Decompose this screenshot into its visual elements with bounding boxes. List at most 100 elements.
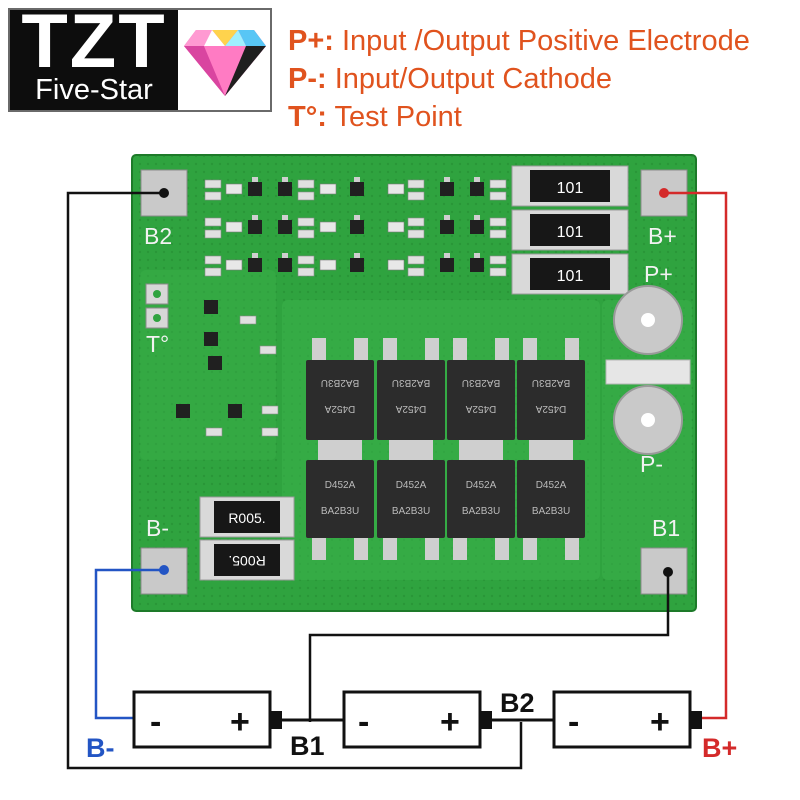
sense-resistor-label: R005. xyxy=(228,553,265,569)
smd-lead xyxy=(354,177,360,182)
smd-resistor xyxy=(259,345,277,355)
wire-bplus xyxy=(664,191,728,720)
smd-resistor xyxy=(261,427,279,437)
wire-b2 xyxy=(66,191,523,770)
silk-label-pplus: P+ xyxy=(644,261,673,287)
diamond-icon xyxy=(184,30,266,96)
smd-resistor xyxy=(204,267,222,277)
smd-resistor xyxy=(407,191,425,201)
silk-label-bplus: B+ xyxy=(648,223,677,249)
smd-resistor xyxy=(319,183,337,195)
mosfet-marking: BA2B3U xyxy=(462,506,500,517)
smd-resistor xyxy=(407,267,425,277)
mosfet-marking: D452A xyxy=(324,403,355,414)
resistor-101-1: 101 xyxy=(511,165,629,207)
pplus-pad xyxy=(613,285,683,355)
mosfet-marking: BA2B3U xyxy=(462,377,500,388)
mosfet-marking: BA2B3U xyxy=(392,377,430,388)
smd-transistor xyxy=(470,220,484,234)
smd-lead xyxy=(252,253,258,258)
mosfet-marking: D452A xyxy=(466,480,497,491)
smd-transistor xyxy=(440,182,454,196)
smd-lead xyxy=(474,215,480,220)
sense-resistor-bottom: R005. xyxy=(199,539,295,581)
wiring-label-b2: B2 xyxy=(500,688,535,718)
wire-dot-b2 xyxy=(159,188,169,198)
battery-minus-sign: - xyxy=(150,703,161,741)
silk-label-b1: B1 xyxy=(652,515,680,541)
smd-resistor xyxy=(319,221,337,233)
smd-resistor xyxy=(407,255,425,265)
smd-resistor xyxy=(489,217,507,227)
smd-resistor xyxy=(225,183,243,195)
smd-lead xyxy=(282,215,288,220)
smd-transistor xyxy=(350,220,364,234)
silk-label-pminus: P- xyxy=(640,451,663,477)
smd-transistor xyxy=(248,220,262,234)
smd-resistor xyxy=(297,229,315,239)
smd-resistor xyxy=(204,191,222,201)
mosfet-top-1: BA2B3U D452A xyxy=(306,338,374,452)
test-point-pads xyxy=(145,283,169,329)
legend-text: Input/Output Cathode xyxy=(326,63,613,95)
mosfet-bottom-1: D452A BA2B3U xyxy=(306,450,374,560)
smd-resistor xyxy=(204,217,222,227)
smd-resistor xyxy=(204,179,222,189)
smd-lead xyxy=(444,177,450,182)
smd-lead xyxy=(444,253,450,258)
logo-main-text: TZT xyxy=(21,0,167,84)
battery-cell-1: - + xyxy=(132,690,282,749)
logo-sub-text: Five-Star xyxy=(35,74,153,106)
brand-logo: TZT Five-Star xyxy=(8,4,272,112)
smd-transistor xyxy=(278,258,292,272)
battery-plus-sign: + xyxy=(650,703,670,741)
smd-transistor xyxy=(470,258,484,272)
mosfet-top-3: BA2B3U D452A xyxy=(447,338,515,452)
smd-transistor xyxy=(248,182,262,196)
sense-resistor-label: R005. xyxy=(228,510,265,526)
smd-resistor xyxy=(407,229,425,239)
smd-resistor xyxy=(297,217,315,227)
smd-lead xyxy=(354,253,360,258)
smd-transistor xyxy=(248,258,262,272)
smd-lead xyxy=(474,177,480,182)
legend: P+: Input /Output Positive Electrode P-:… xyxy=(288,22,750,136)
resistor-101-label: 101 xyxy=(557,224,584,241)
wire-b1 xyxy=(308,572,670,722)
mosfet-marking: D452A xyxy=(325,480,356,491)
smd-transistor xyxy=(228,404,242,418)
smd-lead xyxy=(282,253,288,258)
legend-row-temp: T°: Test Point xyxy=(288,98,750,136)
smd-resistor xyxy=(319,259,337,271)
wires xyxy=(66,191,728,770)
silk-label-bminus: B- xyxy=(146,515,169,541)
smd-resistor xyxy=(205,427,223,437)
mosfet-marking: BA2B3U xyxy=(392,506,430,517)
smd-lead xyxy=(354,215,360,220)
smd-resistor xyxy=(407,217,425,227)
smd-transistor xyxy=(470,182,484,196)
sense-resistor-top: R005. xyxy=(199,496,295,538)
wiring-label-bminus: B- xyxy=(86,733,115,763)
smd-resistor xyxy=(261,405,279,415)
smd-resistor xyxy=(489,267,507,277)
smd-transistor xyxy=(440,220,454,234)
smd-resistor xyxy=(225,221,243,233)
mosfet-marking: D452A xyxy=(465,403,496,414)
smd-transistor xyxy=(278,182,292,196)
wire-dot-bplus xyxy=(659,188,669,198)
smd-resistor xyxy=(387,183,405,195)
legend-symbol: P-: xyxy=(288,63,327,95)
battery-minus-sign: - xyxy=(358,703,369,741)
mosfet-marking: BA2B3U xyxy=(321,506,359,517)
battery-cell-3: - + xyxy=(552,690,702,749)
resistor-101-2: 101 xyxy=(511,209,629,251)
battery-plus-sign: + xyxy=(440,703,460,741)
smd-transistor xyxy=(278,220,292,234)
legend-text: Input /Output Positive Electrode xyxy=(333,25,750,57)
smd-transistor xyxy=(176,404,190,418)
wire-bminus xyxy=(94,568,164,720)
mosfet-marking: BA2B3U xyxy=(321,377,359,388)
legend-row-pminus: P-: Input/Output Cathode xyxy=(288,60,750,98)
